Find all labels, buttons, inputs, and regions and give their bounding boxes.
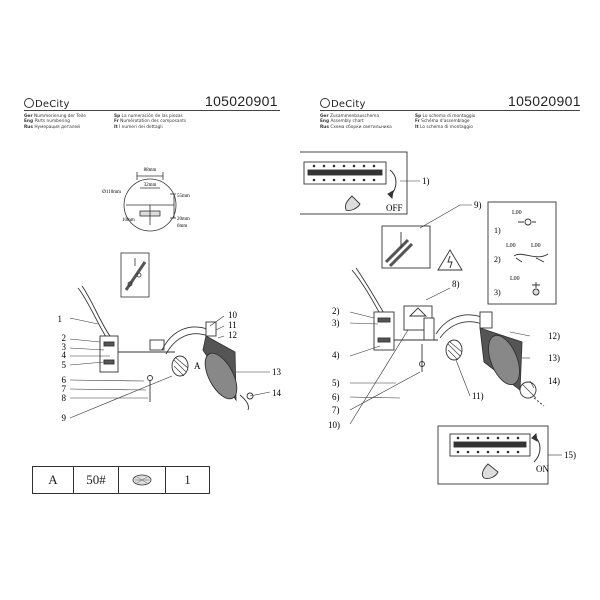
part-number-1: 1 (58, 314, 63, 324)
step-label-10: 10) (328, 420, 340, 430)
step-label-15: 15) (564, 450, 576, 460)
legend-line: Fr Schéma d'assemblage (415, 119, 470, 125)
part-number-10: 10 (228, 310, 238, 320)
product-code: 105020901 (508, 93, 581, 109)
lamp-arm (77, 285, 211, 402)
leader-lines (349, 287, 535, 425)
legend-line: Eng Assembly chart (320, 119, 364, 125)
part-number-9: 9 (62, 413, 67, 423)
dim-110: Ø110mm (102, 190, 121, 195)
dim-20: 20mm (177, 217, 190, 222)
step-label-12: 12) (548, 331, 560, 341)
parts-diagram: 88mm 32mm Ø110mm 55mm 10mm 20mm 6mm (58, 168, 282, 423)
brand-mark-icon (24, 98, 34, 108)
wire-label-4: L00 (510, 276, 520, 282)
step-9-leader (419, 204, 472, 229)
part-number-12: 12 (228, 330, 237, 340)
step-label-8: 8) (452, 279, 460, 289)
wiring-box (487, 201, 557, 305)
part-number-11: 11 (228, 320, 237, 330)
part-number-6: 6 (62, 375, 67, 385)
step-label-2: 2) (332, 306, 340, 316)
wire-label-1: L00 (512, 210, 522, 216)
legend-line: Ger Nummerierung der Teile (24, 114, 86, 119)
screw-icon-shape (132, 474, 152, 486)
lamp-shade (202, 321, 254, 411)
step-label-3: 3) (332, 318, 340, 328)
dim-10: 10mm (122, 218, 135, 223)
part-number-4: 4 (62, 350, 67, 360)
wire-label-2: L00 (506, 243, 516, 249)
step-label-1: 1) (422, 176, 430, 186)
brand-name: DeCity (331, 99, 366, 110)
assembly-chart-panel: DeCity 105020901 Ger Zusammenbauschema E… (300, 0, 600, 600)
product-code: 105020901 (205, 93, 278, 109)
dim-6: 6mm (177, 224, 187, 229)
wiring-step-2: 2) (494, 255, 501, 264)
header-rule (24, 110, 280, 111)
lamp-arm (351, 267, 485, 372)
legend-line: Eng Parts numbering (24, 119, 70, 125)
part-number-14: 14 (272, 388, 282, 398)
assembly-diagram: 1) OFF 1) 2) 3) L00 L00 L00 L00 (300, 151, 576, 485)
legend-line: Sp Lo schema di montaggio (415, 114, 476, 119)
step-label-5: 5) (332, 378, 340, 388)
detail-marker-a: A (194, 361, 201, 371)
legend-line: It I numeri dei dettagli (114, 124, 163, 130)
parts-table-qty: 1 (184, 472, 191, 487)
legend-line: Ger Zusammenbauschema (320, 114, 380, 119)
inset-detail (120, 252, 150, 298)
wire-label-3: L00 (531, 243, 541, 249)
step-label-4: 4) (332, 350, 340, 360)
part-number-2: 2 (62, 333, 67, 343)
legend-line: It Lo schema di montaggio (415, 124, 473, 130)
dim-55: 55mm (177, 194, 190, 199)
power-off-box (300, 151, 408, 215)
step-label-6: 6) (332, 392, 340, 402)
warning-box (381, 225, 463, 271)
part-number-5: 5 (62, 360, 67, 370)
parts-table-ref: A (33, 467, 74, 493)
legend-line: Fr Numérotation des composants (114, 119, 187, 125)
legend-line: Sp La numeración de las piezas (114, 114, 183, 119)
wiring-step-3: 3) (494, 288, 501, 297)
switch-on-label: ON (536, 464, 549, 474)
switch-off-label: OFF (386, 203, 403, 213)
step-label-11: 11) (472, 391, 484, 401)
lamp-shade (479, 311, 545, 407)
brand-logo: DeCity (320, 98, 366, 110)
terminal-dots-top (312, 164, 376, 182)
brand-logo: DeCity (24, 98, 70, 110)
part-number-3: 3 (62, 342, 67, 352)
dim-32: 32mm (144, 183, 157, 188)
wall-plate-outline (123, 178, 177, 232)
brand-mark-icon (320, 98, 330, 108)
part-number-8: 8 (62, 393, 67, 403)
dim-88: 88mm (144, 168, 157, 173)
step-label-14: 14) (548, 376, 560, 386)
part-number-13: 13 (272, 367, 282, 377)
header-rule (320, 110, 580, 111)
screw-bag-icon (119, 467, 166, 493)
parts-table-spec: 50# (74, 467, 119, 493)
legend-line: Rus Схема сборки светильника (320, 124, 392, 130)
mounting-dimension-drawing (123, 172, 177, 232)
power-on-box (437, 425, 549, 485)
brand-name: DeCity (35, 99, 70, 110)
wiring-step-1: 1) (494, 226, 501, 235)
parts-table: A 50# 1 (32, 466, 210, 494)
legend-line: Rus Нумерация деталей (24, 124, 80, 130)
step-label-7: 7) (332, 405, 340, 415)
parts-numbering-panel: DeCity 105020901 Ger Nummerierung der Te… (24, 93, 282, 494)
terminal-dots-bottom (456, 436, 520, 454)
leader-lines (69, 315, 271, 419)
step-label-13: 13) (548, 353, 560, 363)
step-label-9: 9) (474, 200, 482, 210)
part-number-7: 7 (62, 384, 67, 394)
